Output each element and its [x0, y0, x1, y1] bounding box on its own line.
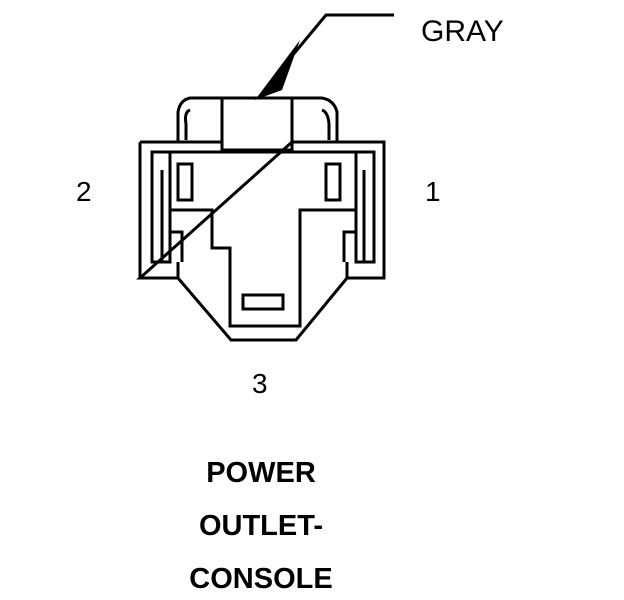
title-line-1: POWER	[206, 457, 316, 489]
wire-color-label: GRAY	[421, 15, 504, 48]
pin-1-label: 1	[425, 176, 441, 207]
latch-right-arm	[292, 96, 339, 142]
latch-left-arm	[176, 96, 222, 142]
callout-leader-line	[280, 13, 394, 69]
callout-arrowhead	[255, 40, 300, 100]
inner-wall-left	[150, 150, 172, 264]
inner-wall-right	[354, 150, 376, 264]
housing-step-lines	[176, 262, 349, 278]
housing-outline	[136, 140, 386, 342]
cavity-outline	[168, 150, 358, 328]
pin-3-label: 3	[252, 368, 268, 399]
title-line-2: OUTLET-	[199, 510, 323, 542]
pin-2-label: 2	[76, 176, 92, 207]
wire-callout	[255, 13, 394, 100]
terminal-slot-pin2	[176, 162, 194, 202]
latch-right-inner	[321, 108, 331, 140]
title-line-3: CONSOLE	[189, 563, 332, 595]
latch-left-inner	[184, 108, 191, 140]
terminal-slot-pin3	[241, 293, 285, 311]
terminal-slot-pin1	[324, 162, 342, 202]
latch-tab	[220, 96, 294, 152]
connector-body	[136, 96, 386, 342]
